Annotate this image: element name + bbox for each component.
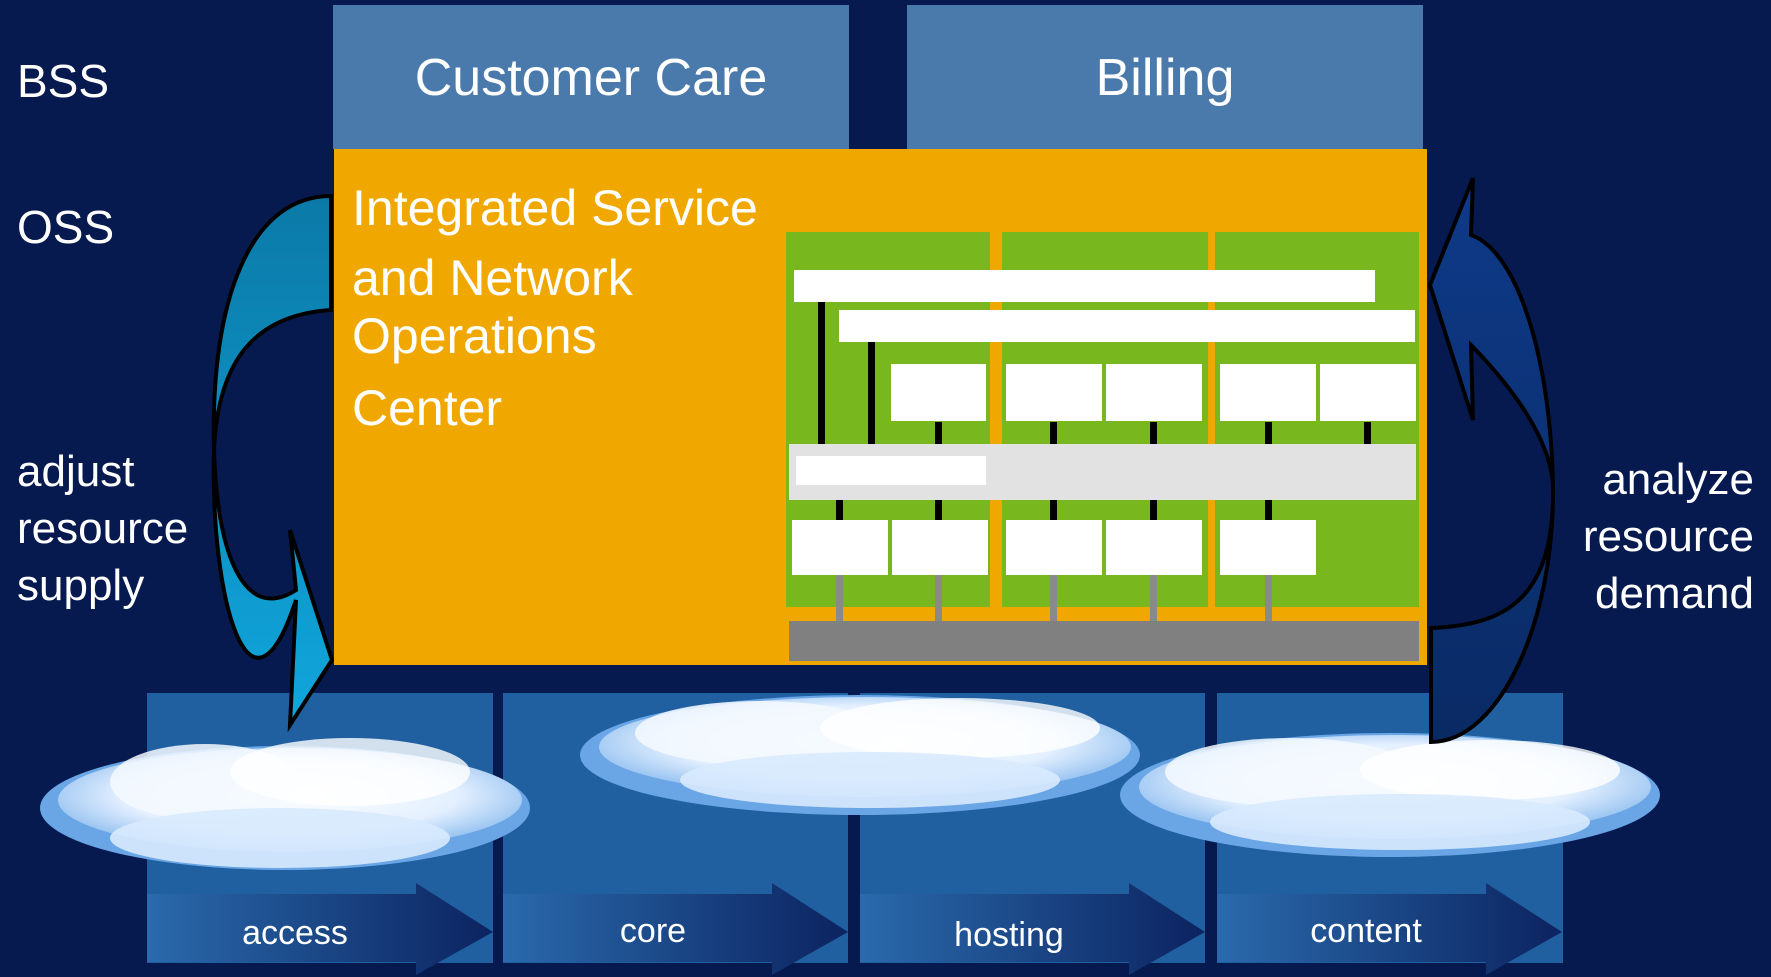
right-loop-line-3: demand: [1594, 569, 1754, 618]
noc-title: Integrated Service and Network Operation…: [352, 176, 792, 440]
cloud-access: [40, 738, 530, 870]
customer-care-label: Customer Care: [414, 49, 768, 107]
component-architecture: [786, 232, 1419, 661]
cloud-content: [1120, 733, 1660, 857]
domain-label-hosting: hosting: [954, 916, 1064, 954]
billing-box: [907, 5, 1423, 149]
domain-label-content: content: [1310, 912, 1422, 950]
cloud-core: [580, 695, 1140, 815]
domain-label-core: core: [619, 912, 687, 950]
billing-label: Billing: [1095, 49, 1235, 107]
left-loop-line-1: adjust: [17, 447, 135, 496]
right-loop-line-2: resource: [1582, 512, 1754, 561]
noc-title-line-3: Operations: [352, 308, 597, 364]
domain-label-access: access: [242, 914, 348, 952]
left-loop-label: adjust resource supply: [17, 443, 188, 614]
domain-arrow-core: [503, 883, 848, 975]
right-loop-label: analyze resource demand: [1583, 451, 1754, 622]
left-loop-line-2: resource: [17, 504, 189, 553]
noc-title-line-1: Integrated Service: [352, 180, 758, 236]
domain-arrow-content: [1217, 883, 1562, 975]
noc-title-line-4: Center: [352, 380, 503, 436]
customer-care-box: [333, 5, 849, 149]
domain-arrow-hosting: [860, 883, 1205, 975]
layer-label-bss: BSS: [17, 55, 110, 107]
domain-arrow-access: [147, 883, 493, 975]
noc-title-line-2: and Network: [352, 250, 633, 306]
left-loop-line-3: supply: [17, 561, 145, 610]
left-curved-arrow: [211, 193, 335, 733]
right-curved-arrow: [1427, 177, 1556, 745]
layer-label-oss: OSS: [17, 201, 115, 253]
right-loop-line-1: analyze: [1602, 455, 1754, 504]
